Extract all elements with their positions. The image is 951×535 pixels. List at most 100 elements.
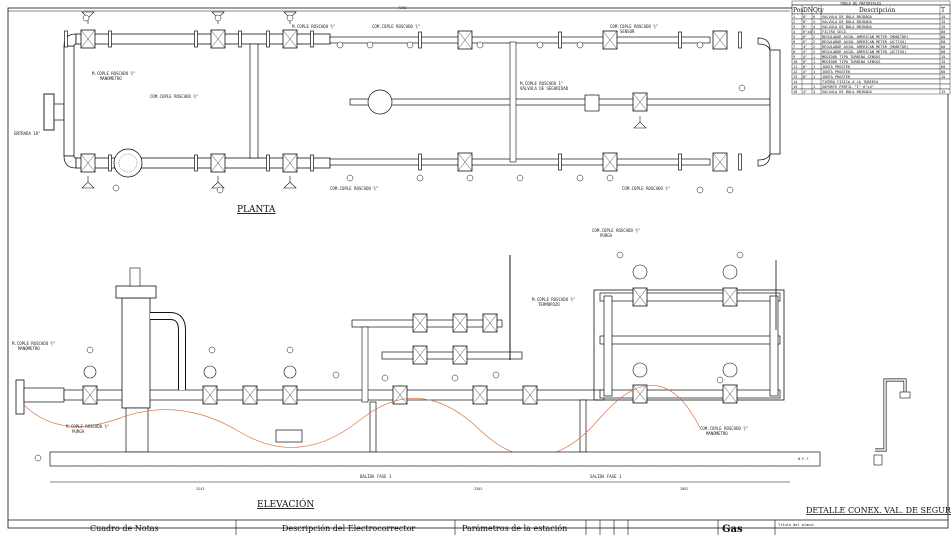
parts-cell: 4" [803, 50, 807, 54]
parts-cell: 2 [813, 35, 815, 39]
parts-cell: 60 [941, 40, 945, 44]
parts-cell: REGULADOR AXIAL AMERICAN METER (ACTIVO) [822, 40, 906, 44]
elev-label-ground-left: DALIDA FASE 1 [360, 474, 392, 479]
parts-cell: 1 [793, 15, 795, 19]
safety-valve-detail: DETALLE CONEX. VAL. DE SEGURIDAD [806, 378, 951, 515]
parts-cell: 2 [813, 45, 815, 49]
bypass-pipe [249, 43, 259, 159]
parts-cell: 5 [793, 35, 795, 39]
parts-cell: TIERRA FISICA A LA TUBERIA [822, 80, 879, 84]
parts-cell: VALVULA DE BOLA BRIDADA [822, 20, 873, 24]
parts-cell: 4 [813, 20, 815, 24]
notes-header: Cuadro de Notas [90, 524, 159, 533]
parts-cell: 60 [941, 35, 945, 39]
elevation-view: 3243 3302 2887 N.P.T. M.COPLE ROSCADO ½"… [12, 228, 821, 510]
plan-bottom-valves [80, 92, 728, 189]
parts-cell: 15 [793, 85, 797, 89]
parts-cell: REGULADOR AXIAL AMERICAN METER (MONITOR) [822, 35, 909, 39]
parts-cell: 2 [793, 20, 795, 24]
parts-cell: JUNTA PROSTEK [822, 75, 851, 79]
parts-cell: 1 [813, 65, 815, 69]
parts-cell: 60 [941, 45, 945, 49]
parts-cell: JUNTA PROSTEK [822, 65, 851, 69]
elev-label-purga-1: M.COPLE ROSCADO ½" [66, 424, 109, 429]
plan-label-manometro-top-1: M.COPLE ROSCADO ½" [292, 24, 335, 29]
parts-cell: JUNTA PROSTEK [822, 70, 851, 74]
elevation-view-title: ELEVACIÓN [257, 498, 314, 510]
parts-header-cell: T [941, 7, 945, 14]
parts-cell: 13 [793, 75, 797, 79]
parts-cell: 15 [941, 25, 945, 29]
elev-label-tank-gauge: M.COPLE ROSCADO ½" [12, 341, 55, 346]
params-header: Parámetros de la estación [462, 524, 567, 533]
parts-cell: 1 [813, 60, 815, 64]
parts-cell: 6"x4" [803, 30, 814, 34]
plan-label-bottom-sensor-1: COM.COPLE ROSCADO ½" [330, 186, 378, 191]
parts-cell: 3 [793, 25, 795, 29]
elev-inlet-flange [15, 379, 25, 415]
parts-cell: 4" [803, 90, 807, 94]
parts-cell: 1 [813, 30, 815, 34]
parts-cell: 60 [941, 30, 945, 34]
parts-cell: 8" [803, 15, 807, 19]
parts-cell: 1 [813, 85, 815, 89]
parts-cell: 4" [803, 55, 807, 59]
inlet-label: ENTRADA 10" [14, 131, 41, 136]
elev-label-termopozo-b: TERMOPOZO [538, 302, 560, 307]
plan-label-bottom-sensor-2: COM.COPLE ROSCADO ½" [622, 186, 670, 191]
parts-cell: 2 [813, 50, 815, 54]
parts-cell: 4 [813, 25, 815, 29]
parts-cell: 4" [803, 45, 807, 49]
pipe-supports [125, 399, 587, 453]
parts-cell: 4" [803, 70, 807, 74]
title-block: Cuadro de Notas Descripción del Electroc… [8, 519, 948, 535]
parts-cell: FILTRO SECO [822, 30, 846, 34]
parts-cell: 15 [941, 20, 945, 24]
parts-header-cell: Qty [813, 7, 824, 14]
parts-cell: 8" [803, 60, 807, 64]
parts-row [791, 28, 951, 35]
sheet-border [7, 7, 949, 529]
parts-cell: 7 [793, 45, 795, 49]
parts-row [791, 88, 951, 95]
elev-label-manometro-right-b: MANÓMETRO [706, 431, 728, 436]
parts-cell: 14 [793, 80, 797, 84]
parts-row [791, 63, 951, 70]
plan-total-dimension: 7390 [398, 6, 406, 10]
detail-title: DETALLE CONEX. VAL. DE SEGURIDAD [806, 506, 951, 515]
plan-label-sensor-top-b: SENSOR [620, 29, 635, 34]
parts-cell: 60 [941, 65, 945, 69]
parts-header-cell: Pos [793, 7, 804, 14]
plan-label-manometro-1b: MANÓMETRO [100, 76, 122, 81]
parts-cell: 12 [793, 70, 797, 74]
parts-cell: 6" [803, 65, 807, 69]
elev-dim-left: 3243 [196, 487, 204, 491]
parts-cell: 4 [813, 90, 815, 94]
plan-label-relief-valve-b: VÁLVULA DE SEGURIDAD [520, 86, 569, 91]
grounding-wire [23, 384, 701, 457]
plan-label-manometro-top-2: COM.COPLE ROSCADO ½" [372, 24, 420, 29]
parts-cell: 8" [803, 20, 807, 24]
plan-label-relief-valve: M.COPLE ROSCADO 1" [520, 81, 563, 86]
parts-cell: 1 [813, 55, 815, 59]
parts-cell: 8 [793, 50, 795, 54]
elev-label-tank-gauge-b: MANÓMETRO [18, 346, 40, 351]
parts-cell: 10 [793, 60, 797, 64]
plan-label-manometro-center: COM.COPLE ROSCADO ½" [150, 94, 198, 99]
elev-dim-right: 2887 [680, 487, 688, 491]
parts-cell: 6" [803, 25, 807, 29]
parts-cell: 60 [941, 50, 945, 54]
parts-cell: 16 [793, 90, 797, 94]
parts-cell: 4 [793, 30, 795, 34]
parts-cell: 15 [941, 90, 945, 94]
parts-cell: 6" [803, 40, 807, 44]
parts-cell: 1 [813, 70, 815, 74]
parts-cell: 60 [941, 70, 945, 74]
right-manifold [593, 289, 785, 401]
elev-label-ground-right: SALIDA FASE 1 [590, 474, 622, 479]
parts-cell: VALVULA DE BOLA BRIDADA [822, 25, 873, 29]
plan-label-sensor-top: COM.COPLE ROSCADO ½" [610, 24, 658, 29]
plan-view: ENTRADA 10" [14, 11, 781, 215]
elev-dim-mid: 3302 [474, 487, 482, 491]
